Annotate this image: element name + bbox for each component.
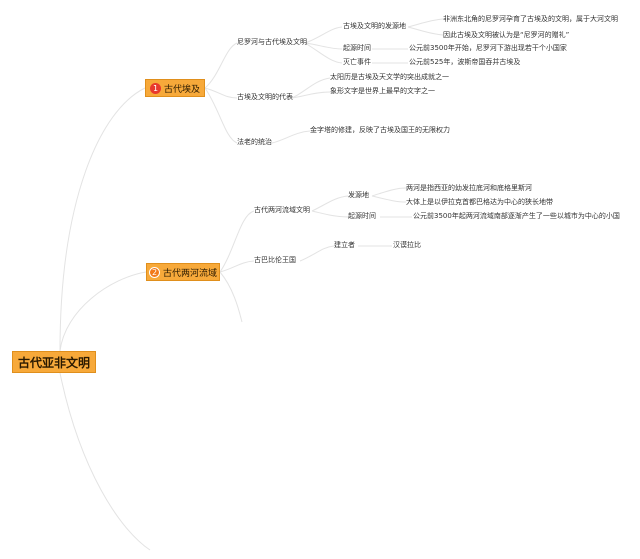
link-root-mesopotamia: [59, 271, 147, 352]
subtopic-nile-civilization[interactable]: 尼罗河与古代埃及文明: [237, 38, 307, 46]
link-civ-origin: [311, 195, 349, 212]
link-meso-babylon: [219, 260, 255, 273]
root-label: 古代亚非文明: [17, 355, 90, 370]
link-civorigin-d2: [371, 195, 407, 203]
node-pharaoh-detail[interactable]: 金字塔的修建，反映了古埃及国王的无限权力: [310, 126, 450, 134]
link-nile-origin: [304, 26, 343, 44]
link-origin-d2: [407, 26, 444, 36]
link-rep-i2: [291, 91, 331, 99]
node-egypt-fall[interactable]: 灭亡事件: [343, 58, 371, 66]
topic-ancient-mesopotamia[interactable]: 2 古代两河流域: [146, 263, 220, 281]
link-nile-start: [304, 42, 343, 50]
node-egypt-fall-detail[interactable]: 公元前525年，波斯帝国吞并古埃及: [409, 58, 521, 66]
link-meso-civ: [219, 210, 255, 273]
topic-ancient-egypt[interactable]: 1 古代埃及: [145, 79, 205, 97]
node-meso-start-detail[interactable]: 公元前3500年起两河流域南部逐渐产生了一些以城市为中心的小国: [413, 212, 620, 220]
topic-ancient-egypt-label: 古代埃及: [164, 84, 201, 95]
link-egypt-pharaoh: [204, 87, 238, 144]
link-root-egypt: [59, 87, 146, 352]
link-egypt-nile: [204, 42, 238, 89]
link-civorigin-d1: [371, 187, 407, 197]
node-meso-origin-detail-1[interactable]: 两河是指西亚的幼发拉底河和底格里斯河: [406, 184, 532, 192]
link-civ-start: [311, 210, 349, 218]
link-egypt-rep: [204, 87, 238, 99]
link-rep-i1: [291, 77, 331, 99]
node-egypt-origin-detail-1[interactable]: 非洲东北角的尼罗河孕育了古埃及的文明，属于大河文明: [443, 15, 618, 23]
link-nile-fall: [304, 42, 343, 64]
link-meso-empty: [219, 271, 243, 323]
node-egypt-rep-item-1[interactable]: 太阳历是古埃及天文学的突出成就之一: [330, 73, 449, 81]
node-egypt-origin-detail-2[interactable]: 因此古埃及文明被认为是“尼罗河的赠礼”: [443, 31, 570, 39]
root-node[interactable]: 古代亚非文明: [12, 351, 96, 373]
subtopic-babylon-kingdom[interactable]: 古巴比伦王国: [254, 256, 296, 264]
node-babylon-founder[interactable]: 建立者: [334, 241, 355, 249]
node-egypt-origin[interactable]: 古埃及文明的发源地: [343, 22, 406, 30]
link-pharaoh-detail: [271, 130, 311, 144]
node-egypt-start[interactable]: 起源时间: [343, 44, 371, 52]
node-meso-origin[interactable]: 发源地: [348, 191, 369, 199]
node-egypt-start-detail[interactable]: 公元前3500年开始，尼罗河下游出现若干个小国家: [409, 44, 567, 52]
topic-ancient-mesopotamia-label: 古代两河流域: [163, 268, 218, 279]
node-babylon-founder-detail[interactable]: 汉谟拉比: [393, 241, 421, 249]
link-origin-d1: [407, 18, 444, 28]
subtopic-mesopotamia-civilization[interactable]: 古代两河流域文明: [254, 206, 310, 214]
link-root-bottom: [59, 372, 151, 551]
number-one-badge-icon: 1: [150, 82, 161, 94]
link-babylon-founder: [299, 245, 335, 262]
node-egypt-rep-item-2[interactable]: 象形文字是世界上最早的文字之一: [330, 87, 435, 95]
subtopic-pharaoh-rule[interactable]: 法老的统治: [237, 138, 272, 146]
subtopic-egypt-representative[interactable]: 古埃及文明的代表: [237, 93, 293, 101]
node-meso-origin-detail-2[interactable]: 大体上是以伊拉克首都巴格达为中心的狭长地带: [406, 198, 553, 206]
node-meso-start[interactable]: 起源时间: [348, 212, 376, 220]
number-two-badge-icon: 2: [149, 266, 160, 278]
